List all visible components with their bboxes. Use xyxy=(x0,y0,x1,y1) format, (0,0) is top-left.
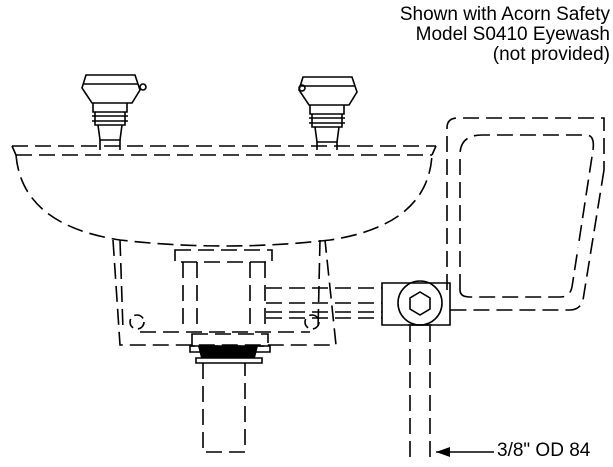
push-handle xyxy=(446,117,605,311)
model-note-line: Model S0410 Eyewash xyxy=(415,24,610,45)
valve-pipe xyxy=(409,326,431,462)
mounting-bracket xyxy=(112,239,337,346)
pipe-callout: 3/8" OD 84 xyxy=(497,440,591,461)
supply-fitting xyxy=(189,333,271,453)
model-note-line: (not provided) xyxy=(492,44,610,65)
eyewash-bowl xyxy=(11,145,437,247)
valve-arm xyxy=(266,280,451,326)
callout-leader xyxy=(436,447,494,457)
left-spray-head xyxy=(81,74,147,150)
model-note: Shown with Acorn Safety Model S0410 Eyew… xyxy=(400,5,610,65)
model-note-line: Shown with Acorn Safety xyxy=(399,4,610,25)
right-spray-head xyxy=(298,76,358,150)
